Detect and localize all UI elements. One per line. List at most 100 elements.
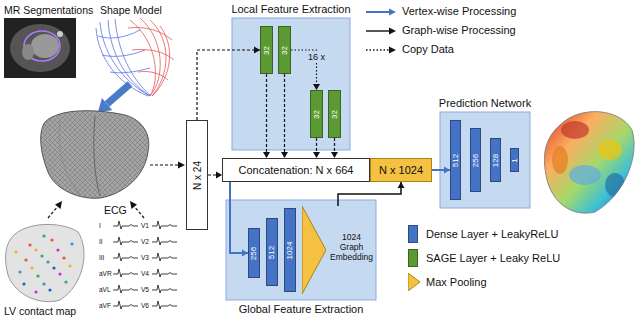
- ecg-lead-name: III: [99, 254, 104, 261]
- legend-row: SAGE Layer + Leaky ReLU: [408, 249, 560, 267]
- ecg-lead-wrap: V4: [141, 270, 149, 278]
- model-fit-arrow: [98, 84, 130, 112]
- legend-arrow-head: [389, 8, 396, 15]
- dense-layer-bar: 1024: [284, 208, 296, 292]
- shape-model: [96, 18, 174, 96]
- dense-layer-bar: 512: [266, 218, 278, 286]
- label-wrap: 256: [249, 229, 259, 277]
- sage-layer-bar: 32: [310, 90, 323, 138]
- ecg-lead-wrap: V5: [141, 286, 149, 294]
- image-label-wrap: LV contact map: [4, 305, 76, 317]
- ecg-lead-name: V6: [141, 302, 149, 309]
- legend-swatch: [408, 249, 418, 267]
- legend-arrow-sample: [366, 26, 396, 36]
- image-label: ECG: [104, 204, 127, 216]
- input-feature-box: N x 24: [186, 120, 208, 230]
- legend-arrow-line: [366, 30, 390, 31]
- output-heart: [544, 112, 634, 214]
- embedding-box: N x 1024: [370, 158, 432, 182]
- layer-size: 128: [491, 153, 500, 166]
- dense-layer-bar: 128: [490, 138, 501, 182]
- ecg-lead-wrap: aVR: [99, 270, 112, 278]
- layer-size: 256: [250, 246, 259, 259]
- layer-size: 32: [262, 46, 271, 55]
- copy-arrow: [150, 162, 185, 169]
- ecg-lead-name: aVF: [99, 302, 111, 309]
- legend-arrow-sample: [366, 7, 396, 17]
- label-wrap: 256: [471, 129, 480, 191]
- legend-text: Copy Data: [402, 43, 454, 56]
- legend-swatch: [408, 225, 418, 243]
- ecg-lead-name: aVL: [99, 286, 111, 293]
- ecg-lead-name: I: [99, 222, 101, 229]
- ecg-lead-wrap: I: [99, 222, 101, 230]
- panel-heading-wrap: Prediction Network: [410, 97, 560, 110]
- layer-size: 32: [312, 110, 321, 119]
- label-wrap: 32: [261, 27, 272, 73]
- legend-arrow-line: [366, 11, 390, 13]
- layer-size: 1024: [286, 241, 295, 259]
- label-wrap: N x 1024: [371, 159, 431, 181]
- image-label-wrap: Shape Model: [100, 4, 162, 16]
- panel-heading: Local Feature Extraction: [231, 3, 350, 15]
- layer-size: 32: [330, 110, 339, 119]
- embedding-label: Graph Embedding: [329, 242, 374, 262]
- connector-label-wrap: 16 x: [307, 52, 326, 63]
- layer-panel: Global Feature Extraction25651210241024G…: [226, 200, 376, 300]
- legend-arrow-head: [389, 27, 396, 34]
- label-wrap: 512: [451, 121, 460, 199]
- legend-row: Vertex-wise Processing: [366, 5, 516, 18]
- connector: [230, 182, 248, 253]
- image-label-wrap: MR Segmentations: [4, 4, 93, 16]
- max-pooling-shape: [302, 206, 326, 294]
- layer-size: 32: [280, 46, 289, 55]
- connector: [197, 50, 260, 120]
- panel-heading-wrap: Local Feature Extraction: [202, 3, 380, 16]
- legend-arrow-sample: [366, 45, 396, 55]
- dense-layer-bar: 256: [470, 128, 481, 192]
- connector: [284, 74, 285, 158]
- ecg-lead-name: II: [99, 238, 103, 245]
- legend-text: Vertex-wise Processing: [402, 5, 516, 18]
- panel-heading: Prediction Network: [439, 97, 531, 109]
- arrowhead: [398, 182, 405, 188]
- sage-layer-bar: 32: [328, 90, 341, 138]
- label-wrap: 32: [329, 91, 340, 137]
- ecg-lead-wrap: aVF: [99, 302, 111, 310]
- box-label: Concatenation: N x 664: [239, 164, 354, 177]
- panel-heading: Global Feature Extraction: [239, 303, 364, 315]
- ecg-lead-wrap: V1: [141, 222, 149, 230]
- connector-label: 16 x: [307, 52, 326, 62]
- heart-mesh: [41, 111, 149, 199]
- legend-row: Graph-wise Processing: [366, 24, 516, 37]
- sage-layer-bar: 32: [260, 26, 273, 74]
- mri-image: [4, 18, 76, 78]
- legend-arrow-line: [366, 49, 390, 50]
- layer-panel: Prediction Network5122561281: [440, 112, 530, 208]
- label-wrap: N x 24: [187, 121, 207, 229]
- layer-size: 512: [268, 245, 277, 258]
- ecg-lead-wrap: II: [99, 238, 103, 246]
- ecg-lead-name: V4: [141, 270, 149, 277]
- max-pooling-triangle: [302, 206, 326, 294]
- layer-size: 512: [451, 153, 460, 166]
- lv-contact-map: [6, 224, 84, 301]
- max-pooling-block: 1024Graph Embedding: [302, 206, 374, 294]
- image-label: LV contact map: [4, 305, 76, 317]
- layer-panel: Local Feature Extraction32323232: [232, 18, 350, 150]
- legend-arrow-head: [389, 46, 396, 53]
- connector: [338, 182, 401, 206]
- ecg-lead-name: V1: [141, 222, 149, 229]
- box-label: N x 1024: [379, 164, 423, 177]
- legend-text: Dense Layer + LeakyReLU: [426, 228, 558, 241]
- feature-box: Concatenation: N x 664: [222, 158, 370, 182]
- legend-triangle: [408, 273, 420, 291]
- image-label: Shape Model: [100, 4, 162, 16]
- label-wrap: 512: [267, 219, 277, 285]
- ecg-traces: [113, 221, 177, 309]
- label-wrap: 32: [279, 27, 290, 73]
- label-wrap: 1024: [285, 209, 295, 291]
- label-wrap: Concatenation: N x 664: [223, 159, 369, 181]
- connector: [266, 74, 267, 158]
